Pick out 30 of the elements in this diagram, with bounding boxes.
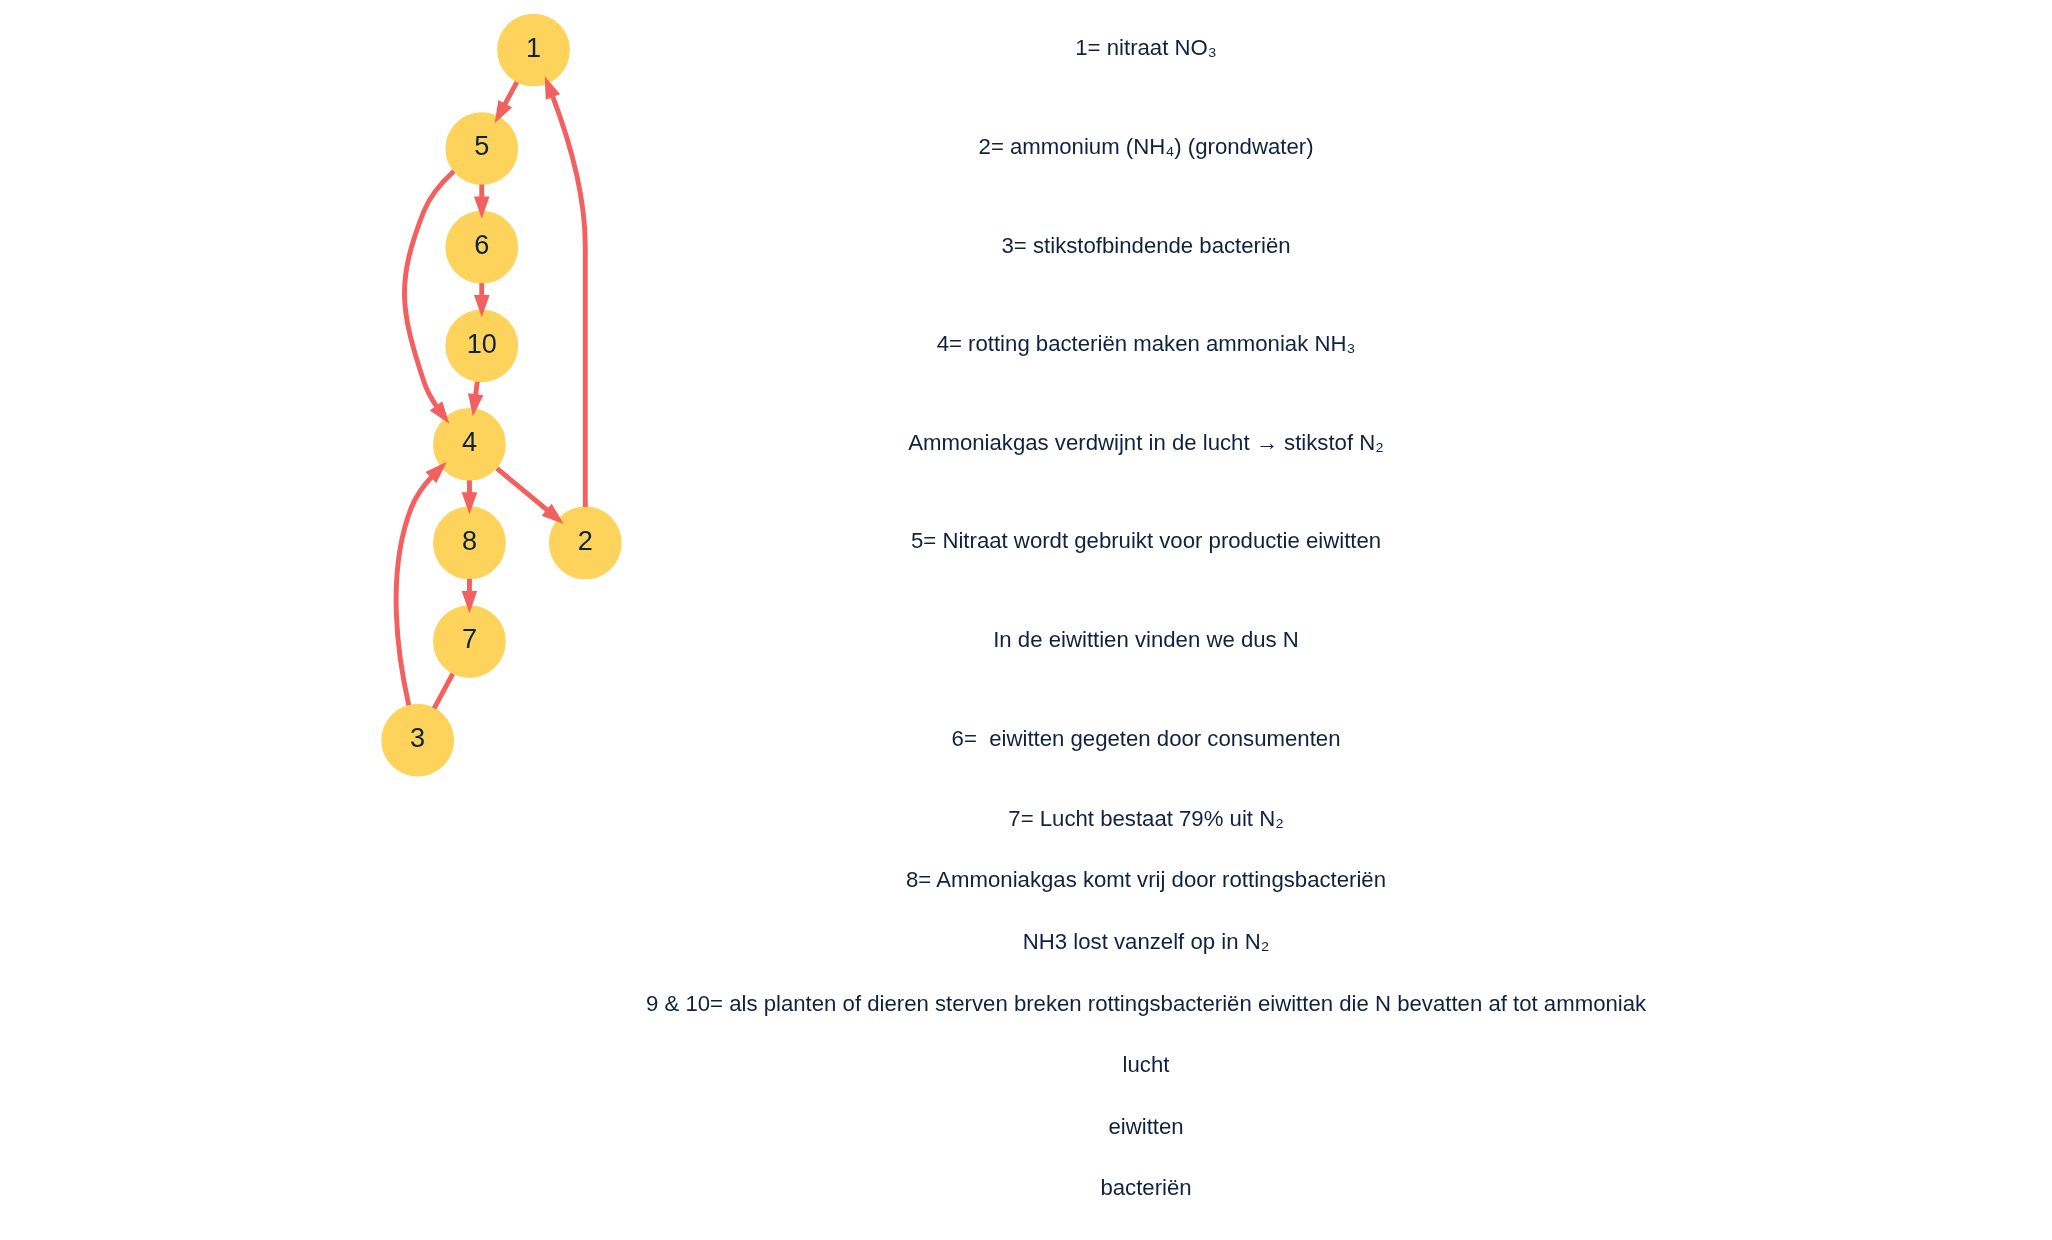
label: 7= Lucht bestaat 79% uit N₂ [1007,805,1284,831]
label: eiwitten [1107,1113,1184,1139]
node-circle: 4 [432,408,506,481]
node-circle: 6 [444,210,518,284]
node-circle: 7 [432,605,506,678]
label: bacteriën [1099,1175,1192,1201]
node-circle: 3 [380,703,454,777]
label: 1= nitraat NO₃ [1074,35,1217,61]
node-circle: 5 [444,112,518,185]
label: 9 & 10= als planten of dieren sterven breken rottingsbacteriën eiwitten die N bevatten af tot ammoniak [645,990,1646,1016]
arrow [494,81,519,124]
label: 6= eiwitten gegeten door consumenten [951,725,1340,751]
label: 8= Ammoniakgas komt vrij door rottingsbacteriën [905,867,1386,893]
node-circle: 2 [548,506,622,580]
label: 3= stikstofbindende bacteriën [1001,232,1291,258]
label: 2= ammonium (NH₄) (grondwater) [978,134,1314,160]
label: 4= rotting bacteriën maken ammoniak NH₃ [936,331,1355,357]
label: In de eiwittien vinden we dus N [992,626,1299,652]
node-circle: 10 [444,309,518,383]
label: NH3 lost vanzelf op in N₂ [1022,928,1269,954]
label: 5= Nitraat wordt gebruikt voor productie eiwitten [910,528,1381,554]
node-circle: 8 [432,506,506,580]
arrow [401,169,455,424]
label: lucht [1122,1052,1169,1078]
arrow [494,466,564,524]
node-circle: 1 [496,13,570,87]
connector [431,672,455,710]
arrow [393,461,447,706]
arrow [544,76,588,507]
label: Ammoniakgas verdwijnt in de lucht → stikstof N₂ [907,429,1384,455]
